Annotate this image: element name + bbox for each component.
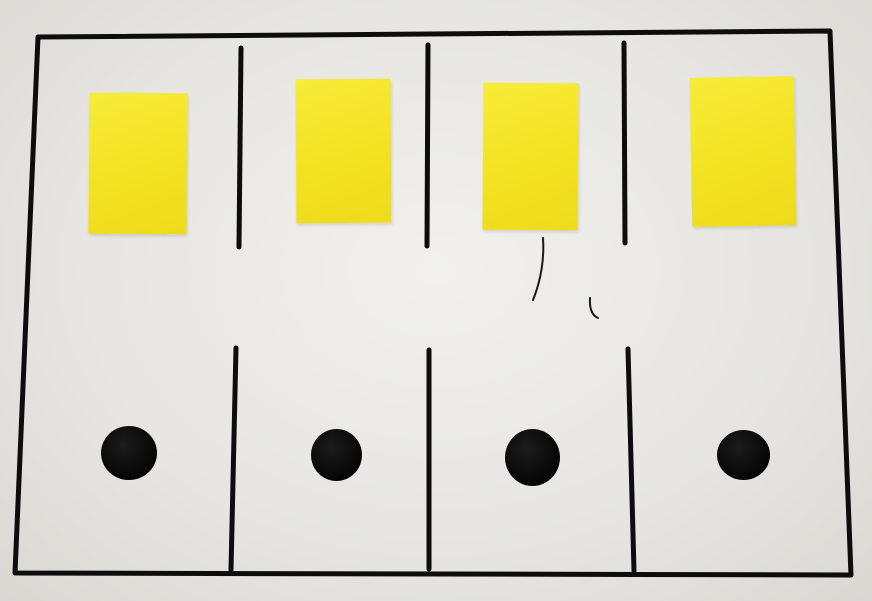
- yellow-card-3: [482, 82, 579, 231]
- black-dot-2: [311, 429, 362, 481]
- stray-mark-2: [588, 297, 599, 319]
- grid-outer-border: [12, 28, 854, 578]
- divider-bottom-3: [625, 346, 637, 574]
- divider-top-1: [236, 45, 244, 250]
- divider-top-2: [424, 42, 431, 249]
- divider-top-3: [621, 40, 628, 246]
- yellow-card-2: [295, 78, 392, 224]
- black-dot-3: [505, 429, 560, 486]
- black-dot-4: [717, 430, 770, 480]
- black-dot-1: [101, 426, 157, 480]
- yellow-card-4: [689, 76, 797, 227]
- yellow-card-1: [88, 92, 188, 235]
- divider-bottom-1: [228, 345, 239, 573]
- stray-mark-1: [532, 237, 545, 301]
